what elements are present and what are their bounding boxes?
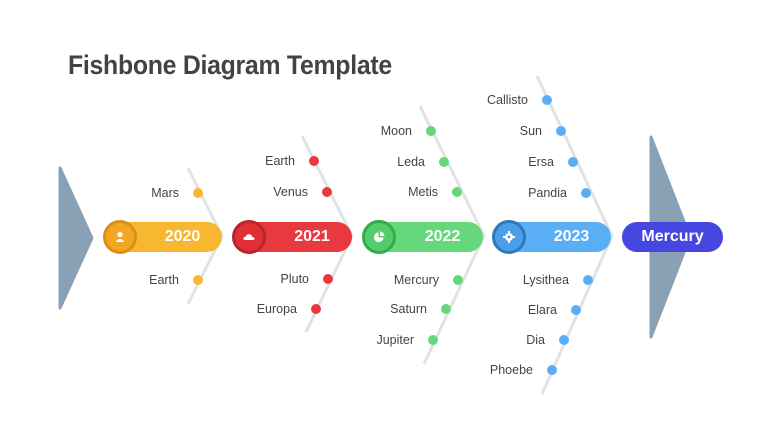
item-dot — [571, 305, 581, 315]
badge-2021 — [232, 220, 266, 254]
cloud-icon — [243, 234, 255, 240]
head-label-pill: Mercury — [622, 222, 723, 252]
year-label: 2022 — [424, 228, 461, 245]
item-dot — [426, 126, 436, 136]
item-dot — [311, 304, 321, 314]
item-label: Ersa — [528, 155, 554, 169]
badge-2020 — [103, 220, 137, 254]
item-dot — [322, 187, 332, 197]
item-dot — [323, 274, 333, 284]
year-pill-2022: 2022 — [362, 220, 483, 254]
item-label: Mercury — [393, 273, 439, 287]
year-label: 2020 — [164, 228, 201, 245]
bone-line-2022 — [418, 105, 486, 365]
item-label: Jupiter — [376, 333, 414, 347]
item-label: Earth — [265, 154, 295, 168]
item-dot — [439, 157, 449, 167]
item-label: Callisto — [487, 93, 528, 107]
item-label: Mars — [151, 186, 179, 200]
item-dot — [583, 275, 593, 285]
item-label: Elara — [527, 303, 557, 317]
item-dot — [453, 275, 463, 285]
item-label: Sun — [519, 124, 542, 138]
item-label: Europa — [256, 302, 297, 316]
item-dot — [452, 187, 462, 197]
item-dot — [559, 335, 569, 345]
year-pill-2020: 2020 — [103, 220, 222, 254]
item-dot — [581, 188, 591, 198]
item-dot — [193, 275, 203, 285]
item-dot — [193, 188, 203, 198]
item-label: Earth — [149, 273, 179, 287]
gear-icon — [503, 231, 515, 243]
item-label: Metis — [408, 185, 438, 199]
item-label: Leda — [397, 155, 425, 169]
tail-shape — [58, 166, 94, 310]
item-label: Pluto — [280, 272, 310, 286]
item-dot — [428, 335, 438, 345]
year-pill-2023: 2023 — [492, 220, 611, 254]
year-label: 2021 — [294, 228, 330, 245]
badge-2022 — [362, 220, 396, 254]
item-dot — [542, 95, 552, 105]
item-dot — [547, 365, 557, 375]
page-title: Fishbone Diagram Template — [68, 50, 392, 80]
item-label: Pandia — [528, 186, 567, 200]
item-label: Moon — [380, 124, 412, 138]
pie-chart-icon — [373, 231, 385, 243]
item-label: Saturn — [390, 302, 427, 316]
item-dot — [568, 157, 578, 167]
item-label: Dia — [526, 333, 545, 347]
item-dot — [309, 156, 319, 166]
item-dot — [441, 304, 451, 314]
item-label: Lysithea — [522, 273, 569, 287]
item-label: Phoebe — [489, 363, 533, 377]
item-dot — [556, 126, 566, 136]
year-label: 2023 — [553, 228, 590, 245]
year-pill-2021: 2021 — [232, 220, 352, 254]
badge-2023 — [492, 220, 526, 254]
bone-line-2021 — [300, 135, 354, 333]
user-icon — [115, 231, 125, 242]
item-label: Venus — [273, 185, 308, 199]
